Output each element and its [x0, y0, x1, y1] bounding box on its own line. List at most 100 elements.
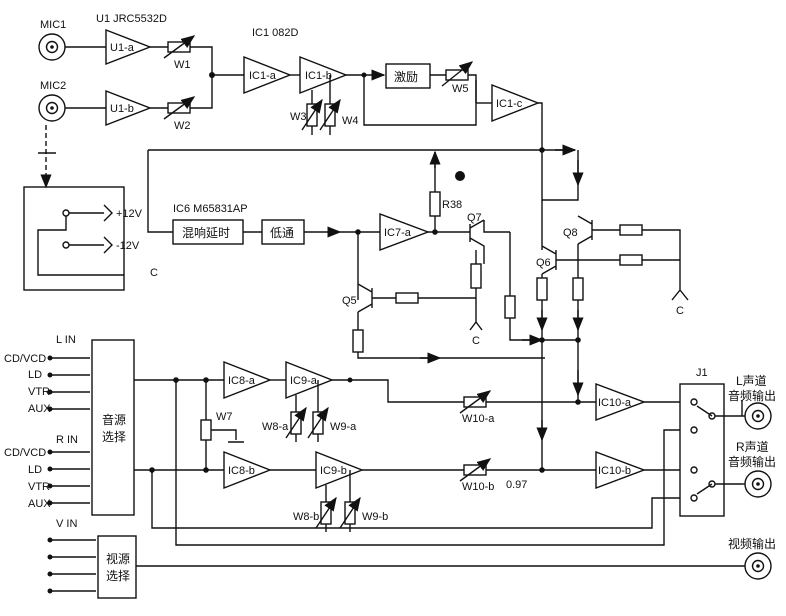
junction-w10b-out	[539, 467, 545, 473]
pot-w9a-label: W9-a	[330, 421, 357, 433]
junction-w10a-out	[575, 399, 581, 405]
pot-w8a-arrow	[285, 406, 307, 439]
pot-w3-arrow	[301, 98, 323, 131]
wire-w8a-w9a	[295, 380, 319, 442]
block-exciter-label: 激励	[394, 70, 418, 84]
transistor-q8-label: Q8	[563, 227, 578, 239]
power-plus12: +12V	[116, 208, 143, 220]
wire-w3-w4	[311, 75, 331, 135]
wire-w7-ground	[211, 429, 244, 443]
r-output-label-1: R声道	[736, 440, 769, 454]
transistor-q5	[357, 283, 373, 313]
mic2-jack	[38, 94, 66, 122]
block-exciter	[385, 63, 431, 89]
block-reverb-delay-label: 混响延时	[182, 225, 230, 240]
pot-w1-label: W1	[174, 59, 191, 71]
l-source-pin-2	[47, 372, 53, 378]
resistor-q6-b	[536, 277, 548, 301]
junction-ic9a-out	[347, 377, 353, 383]
pot-w10a-label: W10-a	[462, 413, 495, 425]
pot-w8b-arrow	[315, 496, 337, 529]
pot-w8b-label: W8-b	[293, 511, 319, 523]
amp-ic1b	[299, 55, 348, 95]
l-in-label: L IN	[56, 334, 76, 346]
l-output-label-2: 音频输出	[728, 388, 776, 403]
pot-w5-arrow	[441, 61, 474, 87]
amp-ic1a	[243, 55, 292, 95]
video-output-label: 视频输出	[728, 536, 776, 551]
amp-ic1c-label: IC1-c	[496, 98, 523, 110]
power-c-right: C	[676, 305, 684, 317]
pot-w4-label: W4	[342, 115, 359, 127]
wire-u1a-w1	[150, 46, 213, 75]
r-source-ld: LD	[28, 464, 42, 476]
l-output-label-1: L声道	[736, 374, 767, 388]
block-lowpass-label: 低通	[270, 226, 294, 240]
l-source-wires	[50, 357, 90, 410]
l-source-list: CD/VCD LD VTR AUX	[4, 353, 90, 415]
block-reverb-delay	[172, 219, 244, 245]
amp-ic9b	[315, 450, 364, 490]
amp-u1a-label: U1-a	[110, 42, 135, 54]
pot-w9a-arrow	[307, 406, 329, 439]
amp-ic9a	[285, 360, 334, 400]
power-minus12: -12V	[116, 240, 140, 252]
pot-w10b-label: W10-b	[462, 481, 494, 493]
pot-w4-arrow	[319, 98, 341, 131]
resistor-q5-b	[352, 329, 364, 353]
r-source-pin-3	[47, 483, 53, 489]
pot-w5-label: W5	[452, 83, 469, 95]
l-source-ld: LD	[28, 369, 42, 381]
u1-chip-label: U1 JRC5532D	[96, 13, 167, 25]
video-output-jack	[744, 552, 772, 580]
r-source-wires	[50, 451, 90, 504]
pot-w8a-label: W8-a	[262, 421, 289, 433]
resistor-q7	[470, 263, 482, 289]
wire-q7-ground	[469, 250, 483, 331]
amp-u1b-label: U1-b	[110, 103, 134, 115]
transistor-q7	[469, 219, 510, 264]
switch-j1-contacts	[690, 398, 743, 502]
resistor-q6	[619, 254, 643, 266]
l-source-cd: CD/VCD	[4, 353, 46, 365]
block-video-select-label-2: 选择	[106, 569, 130, 583]
r-output-jack	[744, 470, 772, 498]
ink-dot	[455, 171, 465, 181]
block-video-select	[97, 535, 137, 599]
r-source-pin-2	[47, 466, 53, 472]
amp-u1b	[105, 89, 152, 127]
transistor-q6-label: Q6	[536, 257, 551, 269]
amp-ic1c	[491, 83, 540, 123]
junction-exciter	[361, 72, 367, 78]
wire-q8-top	[541, 150, 579, 201]
amp-ic8b-label: IC8-b	[228, 465, 255, 477]
pot-w5	[445, 69, 469, 81]
amp-ic9a-label: IC9-a	[290, 375, 318, 387]
r-source-pin-4	[47, 500, 53, 506]
amp-ic8a	[223, 360, 272, 400]
block-source-select-label-2: 选择	[102, 430, 126, 444]
pot-w2-arrow	[163, 96, 196, 120]
transistor-q8	[577, 215, 593, 245]
r-source-pin-1	[47, 449, 53, 455]
transistor-q5-label: Q5	[342, 295, 357, 307]
wire-ic1c-out	[538, 102, 543, 150]
power-c-q7: C	[472, 335, 480, 347]
switch-j1-label: J1	[696, 367, 708, 379]
resistor-q8-b	[572, 277, 584, 301]
wire-q5-down	[357, 312, 438, 359]
pot-w10b-arrow	[459, 458, 492, 482]
block-video-select-label-1: 视源	[106, 551, 130, 566]
wire-l-bypass	[175, 380, 690, 546]
l-source-aux: AUX	[28, 403, 51, 415]
pot-w10a-arrow	[459, 390, 492, 414]
amp-ic1a-label: IC1-a	[249, 70, 277, 82]
wire-u1b-w2	[150, 75, 213, 109]
transistor-q7-label: Q7	[467, 212, 482, 224]
amp-ic10b-label: IC10-b	[598, 465, 631, 477]
amp-ic10a-label: IC10-a	[598, 397, 632, 409]
pot-w3-label: W3	[290, 111, 307, 123]
mic1-label: MIC1	[40, 19, 66, 31]
amp-ic9b-label: IC9-b	[320, 465, 347, 477]
